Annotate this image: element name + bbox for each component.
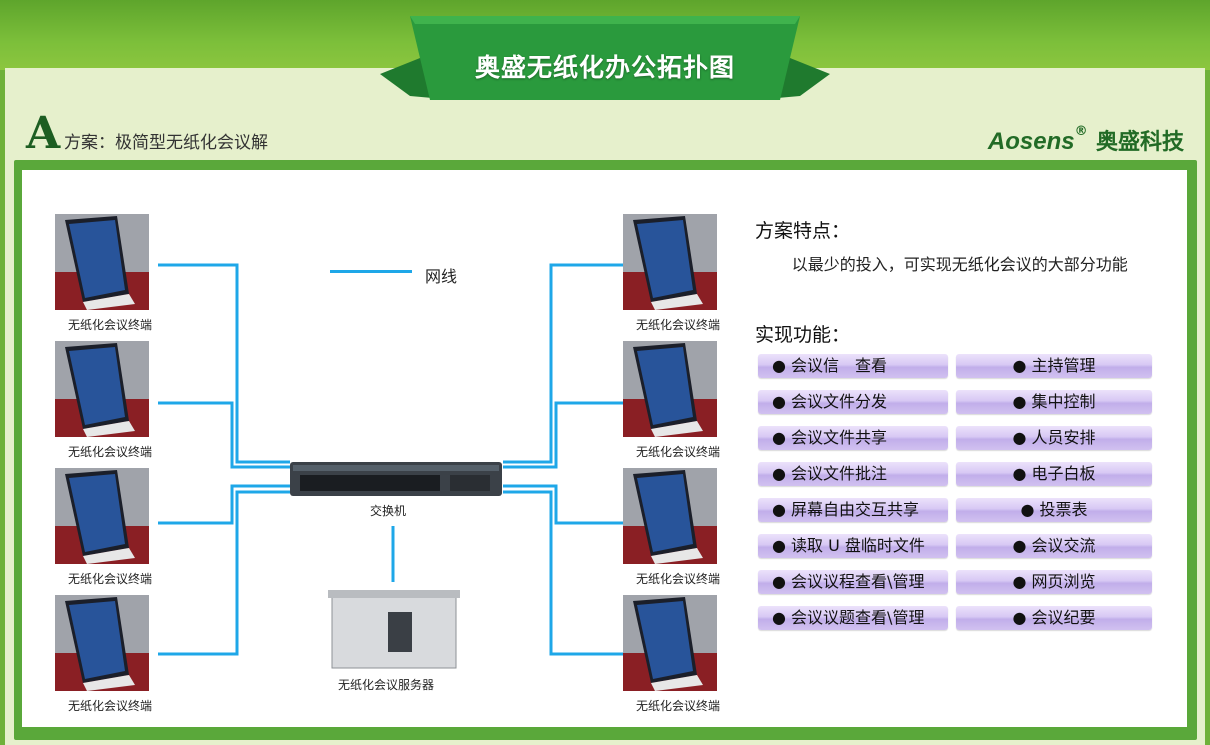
function-item: ● 人员安排: [956, 426, 1152, 450]
terminal-right-4: 无纸化会议终端: [623, 595, 733, 714]
terminal-right-1: 无纸化会议终端: [623, 214, 733, 333]
plan-letter: A: [26, 108, 61, 159]
server-icon: [328, 590, 460, 669]
terminal-label: 无纸化会议终端: [67, 699, 152, 713]
function-label: 会议议题查看\管理: [791, 608, 925, 627]
function-label: 会议文件共享: [791, 428, 888, 447]
function-item: ● 会议信 查看: [758, 354, 948, 378]
terminal-label: 无纸化会议终端: [635, 572, 720, 586]
brand-name-cn: 奥盛科技: [1095, 130, 1184, 155]
terminal-label: 无纸化会议终端: [67, 445, 152, 459]
brand-name-en: Aosens: [987, 128, 1075, 155]
terminal-left-1: 无纸化会议终端: [55, 214, 165, 333]
tablet-terminal-icon: [623, 341, 717, 437]
cable-legend-line: [330, 270, 412, 273]
terminal-left-2: 无纸化会议终端: [55, 341, 165, 460]
title-ribbon: [380, 16, 830, 100]
terminal-label: 无纸化会议终端: [635, 445, 720, 459]
plan-title: 方案：极简型无纸化会议解: [64, 133, 268, 153]
tablet-terminal-icon: [55, 595, 149, 691]
function-item: ● 会议纪要: [956, 606, 1152, 630]
tablet-terminal-icon: [55, 341, 149, 437]
function-item: ● 主持管理: [956, 354, 1152, 378]
function-label: 会议信 查看: [791, 356, 888, 375]
tablet-terminal-icon: [55, 214, 149, 310]
terminal-left-4: 无纸化会议终端: [55, 595, 165, 714]
terminal-right-2: 无纸化会议终端: [623, 341, 733, 460]
function-label: 会议议程查看\管理: [791, 572, 925, 591]
function-label: 投票表: [1039, 500, 1088, 519]
tablet-terminal-icon: [623, 468, 717, 564]
terminal-right-3: 无纸化会议终端: [623, 468, 733, 587]
brand-logo: Aosens® 奥盛科技: [988, 124, 1184, 156]
function-item: ● 会议议程查看\管理: [758, 570, 948, 594]
function-item: ● 读取 U 盘临时文件: [758, 534, 948, 558]
page-title: 奥盛无纸化办公拓扑图: [474, 53, 735, 82]
function-item: ● 屏幕自由交互共享: [758, 498, 948, 522]
terminal-left-3: 无纸化会议终端: [55, 468, 165, 587]
function-label: 读取 U 盘临时文件: [791, 536, 925, 555]
function-label: 会议纪要: [1031, 608, 1096, 627]
function-item: ● 会议文件批注: [758, 462, 948, 486]
switch-label: 交换机: [370, 504, 407, 518]
features-title: 方案特点：: [755, 220, 851, 242]
function-item: ● 集中控制: [956, 390, 1152, 414]
terminal-label: 无纸化会议终端: [635, 318, 720, 332]
function-label: 人员安排: [1031, 428, 1096, 447]
function-label: 会议文件批注: [791, 464, 888, 483]
function-label: 电子白板: [1031, 464, 1096, 483]
cable-legend-label: 网线: [425, 267, 458, 286]
terminal-label: 无纸化会议终端: [635, 699, 720, 713]
function-label: 主持管理: [1031, 356, 1096, 375]
function-label: 会议交流: [1031, 536, 1096, 555]
registered-mark: ®: [1074, 124, 1088, 139]
tablet-terminal-icon: [623, 595, 717, 691]
function-item: ● 电子白板: [956, 462, 1152, 486]
tablet-terminal-icon: [55, 468, 149, 564]
function-item: ● 网页浏览: [956, 570, 1152, 594]
function-item: ● 会议文件共享: [758, 426, 948, 450]
server-label: 无纸化会议服务器: [338, 678, 435, 692]
function-label: 网页浏览: [1031, 572, 1096, 591]
terminal-label: 无纸化会议终端: [67, 318, 152, 332]
functions-title: 实现功能：: [755, 324, 851, 346]
function-item: ● 会议文件分发: [758, 390, 948, 414]
function-item: ● 投票表: [956, 498, 1152, 522]
function-label: 屏幕自由交互共享: [791, 500, 920, 519]
function-item: ● 会议交流: [956, 534, 1152, 558]
features-description: 以最少的投入，可实现无纸化会议的大部分功能: [791, 255, 1128, 274]
function-label: 集中控制: [1031, 392, 1096, 411]
function-item: ● 会议议题查看\管理: [758, 606, 948, 630]
terminal-label: 无纸化会议终端: [67, 572, 152, 586]
tablet-terminal-icon: [623, 214, 717, 310]
function-label: 会议文件分发: [791, 392, 888, 411]
network-switch-icon: [290, 462, 502, 496]
